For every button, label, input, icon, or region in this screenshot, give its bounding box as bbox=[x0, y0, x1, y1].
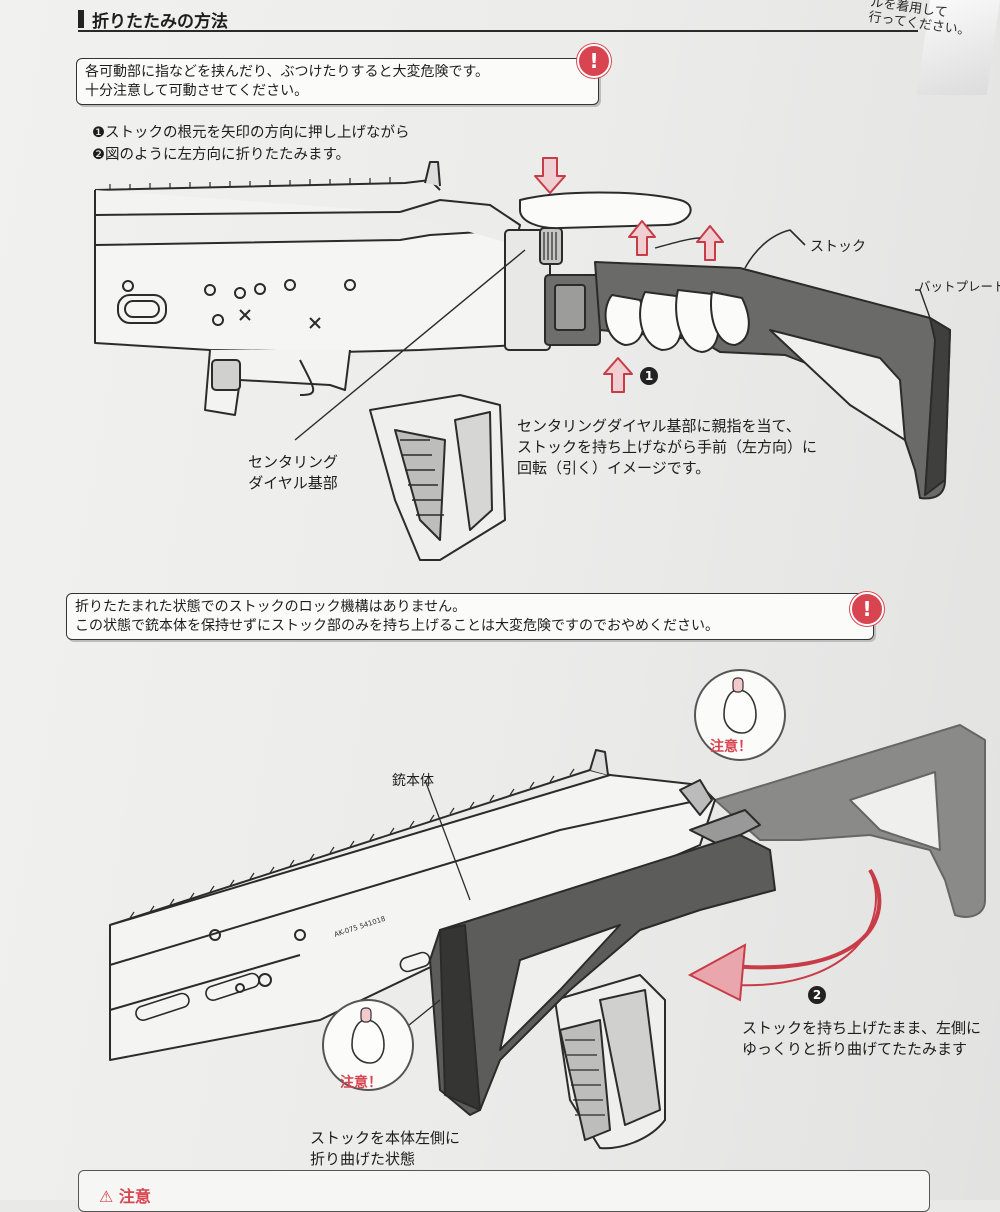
caution-label-upper: 注意！ bbox=[710, 739, 752, 755]
label-gun-body: 銃本体 bbox=[392, 773, 434, 789]
warning-exclamation-icon: ! bbox=[850, 592, 884, 626]
label-centering-dial: センタリング ダイヤル基部 bbox=[248, 453, 339, 492]
caution-icon-lower bbox=[322, 999, 414, 1091]
warning-line: 十分注意して可動させてください。 bbox=[85, 83, 309, 99]
step-marker-2: 2 bbox=[808, 986, 826, 1004]
warning-line: この状態で銃本体を保持せずにストック部のみを持ち上げることは大変危険ですのでおや… bbox=[75, 618, 719, 634]
folded-caption: ストックを本体左側に 折り曲げた状態 bbox=[310, 1129, 461, 1168]
step-1-text: ❶ストックの根元を矢印の方向に押し上げながら bbox=[92, 125, 410, 141]
step-marker-1: 1 bbox=[640, 367, 658, 385]
warning-box-top: 各可動部に指などを挟んだり、ぶつけたりすると大変危険です。 十分注意して可動させ… bbox=[76, 58, 599, 105]
step-2-text: ❷図のように左方向に折りたたみます。 bbox=[92, 147, 351, 163]
warning-exclamation-icon: ! bbox=[577, 44, 611, 78]
warning-line: 各可動部に指などを挟んだり、ぶつけたりすると大変危険です。 bbox=[85, 64, 490, 80]
caution-label-lower: 注意！ bbox=[340, 1075, 382, 1091]
next-section-box: ⚠ 注意 bbox=[78, 1170, 930, 1212]
caution-icon-upper bbox=[694, 669, 786, 761]
section-heading: 折りたたみの方法 bbox=[78, 4, 918, 32]
warning-box-middle: 折りたたまれた状態でのストックのロック機構はありません。 この状態で銃本体を保持… bbox=[66, 593, 874, 640]
next-section-title: ⚠ 注意 bbox=[99, 1187, 151, 1206]
label-stock: ストック bbox=[810, 239, 866, 255]
heading-marker bbox=[78, 10, 84, 28]
warning-line: 折りたたまれた状態でのストックのロック機構はありません。 bbox=[75, 599, 467, 615]
figure-2-description: ストックを持ち上げたまま、左側に ゆっくりと折り曲げてたたみます bbox=[742, 1019, 981, 1058]
section-title: 折りたたみの方法 bbox=[92, 12, 228, 32]
label-buttplate: バットプレート bbox=[918, 279, 1000, 294]
figure-1-description: センタリングダイヤル基部に親指を当て、 ストックを持ち上げながら手前（左方向）に… bbox=[517, 417, 818, 477]
